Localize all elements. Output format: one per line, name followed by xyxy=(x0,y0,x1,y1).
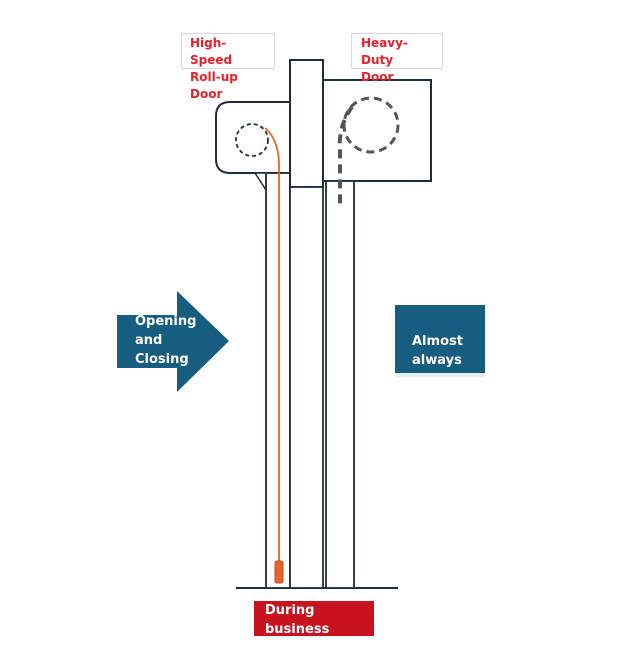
heavy-duty-door-curtain xyxy=(337,105,354,205)
wall-lintel xyxy=(289,59,324,188)
high-speed-door-rail xyxy=(265,172,291,589)
opening-closing-label: Opening and Closing xyxy=(135,314,197,367)
almost-open-label: Almost always open xyxy=(395,305,485,377)
hours-box-shape xyxy=(254,601,374,636)
heavy-duty-door-rail xyxy=(325,180,355,589)
open-box-shape xyxy=(395,305,485,377)
high-speed-door-housing xyxy=(215,101,293,174)
housing-bracket xyxy=(253,172,267,193)
heavy-duty-door-housing xyxy=(322,79,432,182)
high-speed-door-curtain xyxy=(264,127,280,562)
heavy-duty-door-label: Heavy-Duty Door xyxy=(351,33,443,84)
curtain-bottom-bar xyxy=(274,560,284,584)
high-speed-door-roll xyxy=(235,123,269,157)
business-hours-label: During business hours xyxy=(265,603,330,636)
high-speed-door-label: High-Speed Roll-up Door xyxy=(181,33,275,101)
open-box-underline xyxy=(395,373,485,377)
wall-column xyxy=(289,186,324,589)
right-arrow-icon xyxy=(117,291,229,392)
almost-open-text: Almost always open xyxy=(412,334,463,377)
